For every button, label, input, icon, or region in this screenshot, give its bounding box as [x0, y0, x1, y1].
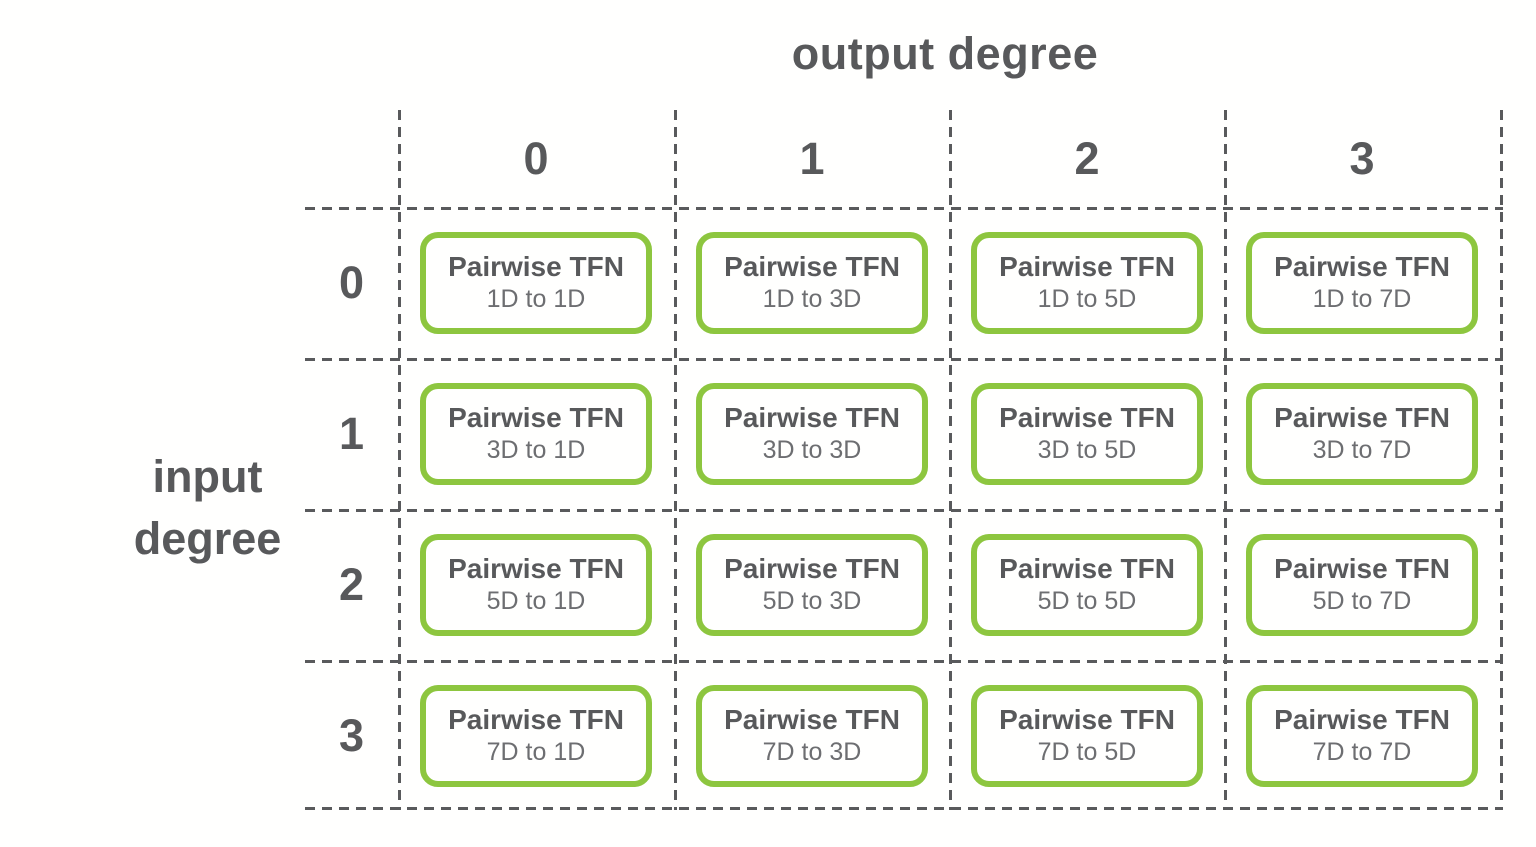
grid-line-horizontal — [305, 807, 1503, 810]
tfn-box-subtitle: 1D to 7D — [1312, 284, 1412, 313]
tfn-box-title: Pairwise TFN — [724, 250, 900, 282]
tfn-box-subtitle: 3D to 3D — [762, 435, 862, 464]
pairwise-tfn-box: Pairwise TFN 1D to 1D — [420, 231, 652, 334]
column-header-3: 3 — [1349, 132, 1375, 184]
tfn-box-subtitle: 5D to 5D — [1037, 586, 1137, 615]
grid-line-vertical — [398, 110, 401, 810]
tfn-box-title: Pairwise TFN — [999, 552, 1175, 584]
row-label-3: 3 — [338, 709, 365, 761]
tfn-box-subtitle: 3D to 1D — [486, 435, 586, 464]
column-header-0: 0 — [523, 132, 549, 184]
pairwise-tfn-box: Pairwise TFN 3D to 5D — [971, 382, 1203, 485]
tfn-box-subtitle: 7D to 1D — [486, 737, 586, 766]
pairwise-tfn-box: Pairwise TFN 1D to 7D — [1246, 231, 1478, 334]
tfn-box-title: Pairwise TFN — [999, 250, 1175, 282]
grid-cell: Pairwise TFN 1D to 1D — [398, 207, 674, 358]
grid-cell: Pairwise TFN 1D to 7D — [1224, 207, 1500, 358]
grid-cell: Pairwise TFN 7D to 3D — [674, 660, 950, 811]
output-degree-axis-label: output degree — [791, 28, 1099, 79]
tfn-box-title: Pairwise TFN — [448, 401, 624, 433]
tfn-box-subtitle: 3D to 5D — [1037, 435, 1137, 464]
tfn-box-title: Pairwise TFN — [448, 703, 624, 735]
tfn-box-subtitle: 7D to 3D — [762, 737, 862, 766]
tfn-box-title: Pairwise TFN — [1274, 250, 1450, 282]
tfn-box-subtitle: 7D to 7D — [1312, 737, 1412, 766]
tfn-box-subtitle: 1D to 5D — [1037, 284, 1137, 313]
pairwise-tfn-box: Pairwise TFN 3D to 1D — [420, 382, 652, 485]
grid-cell: Pairwise TFN 5D to 7D — [1224, 509, 1500, 660]
row-label-2: 2 — [338, 558, 365, 610]
pairwise-tfn-box: Pairwise TFN 7D to 7D — [1246, 684, 1478, 787]
grid-cell: Pairwise TFN 1D to 5D — [949, 207, 1225, 358]
pairwise-tfn-box: Pairwise TFN 7D to 3D — [696, 684, 928, 787]
column-header-2: 2 — [1074, 132, 1100, 184]
grid-cell: Pairwise TFN 5D to 5D — [949, 509, 1225, 660]
tfn-box-title: Pairwise TFN — [448, 552, 624, 584]
grid-line-vertical — [1500, 110, 1503, 810]
tfn-box-subtitle: 1D to 3D — [762, 284, 862, 313]
pairwise-tfn-box: Pairwise TFN 5D to 7D — [1246, 533, 1478, 636]
tfn-box-title: Pairwise TFN — [724, 703, 900, 735]
grid-cell: Pairwise TFN 3D to 3D — [674, 358, 950, 509]
tfn-box-title: Pairwise TFN — [999, 401, 1175, 433]
input-degree-axis-line2: degree — [133, 513, 282, 565]
pairwise-tfn-box: Pairwise TFN 5D to 1D — [420, 533, 652, 636]
pairwise-tfn-box: Pairwise TFN 5D to 3D — [696, 533, 928, 636]
tfn-box-title: Pairwise TFN — [1274, 552, 1450, 584]
pairwise-tfn-box: Pairwise TFN 7D to 1D — [420, 684, 652, 787]
grid-cell: Pairwise TFN 5D to 1D — [398, 509, 674, 660]
input-degree-axis-line1: input — [152, 451, 263, 502]
tfn-box-subtitle: 5D to 3D — [762, 586, 862, 615]
grid-line-vertical — [674, 110, 677, 810]
grid-line-horizontal — [305, 207, 1503, 210]
tfn-box-title: Pairwise TFN — [448, 250, 624, 282]
pairwise-tfn-box: Pairwise TFN 7D to 5D — [971, 684, 1203, 787]
tfn-box-subtitle: 3D to 7D — [1312, 435, 1412, 464]
grid-cell: Pairwise TFN 5D to 3D — [674, 509, 950, 660]
grid-cell: Pairwise TFN 7D to 1D — [398, 660, 674, 811]
tfn-box-subtitle: 1D to 1D — [486, 284, 586, 313]
column-header-1: 1 — [799, 132, 825, 184]
tfn-box-title: Pairwise TFN — [724, 552, 900, 584]
tfn-box-title: Pairwise TFN — [999, 703, 1175, 735]
tfn-box-subtitle: 5D to 7D — [1312, 586, 1412, 615]
grid-cell: Pairwise TFN 7D to 5D — [949, 660, 1225, 811]
grid-line-horizontal — [305, 358, 1503, 361]
tfn-box-title: Pairwise TFN — [1274, 703, 1450, 735]
tfn-box-title: Pairwise TFN — [724, 401, 900, 433]
input-degree-axis-label: input degree — [75, 446, 340, 570]
grid-cell: Pairwise TFN 3D to 7D — [1224, 358, 1500, 509]
grid-cell: Pairwise TFN 3D to 1D — [398, 358, 674, 509]
grid-cell: Pairwise TFN 7D to 7D — [1224, 660, 1500, 811]
grid-line-horizontal — [305, 660, 1503, 663]
pairwise-tfn-box: Pairwise TFN 1D to 5D — [971, 231, 1203, 334]
grid-line-vertical — [949, 110, 952, 810]
tfn-box-subtitle: 7D to 5D — [1037, 737, 1137, 766]
tfn-box-title: Pairwise TFN — [1274, 401, 1450, 433]
pairwise-tfn-box: Pairwise TFN 5D to 5D — [971, 533, 1203, 636]
pairwise-tfn-box: Pairwise TFN 3D to 7D — [1246, 382, 1478, 485]
grid-line-horizontal — [305, 509, 1503, 512]
grid-cell: Pairwise TFN 1D to 3D — [674, 207, 950, 358]
grid-cell: Pairwise TFN 3D to 5D — [949, 358, 1225, 509]
row-label-0: 0 — [338, 256, 365, 308]
tfn-box-subtitle: 5D to 1D — [486, 586, 586, 615]
row-label-1: 1 — [338, 407, 365, 459]
grid-line-vertical — [1224, 110, 1227, 810]
pairwise-tfn-box: Pairwise TFN 3D to 3D — [696, 382, 928, 485]
pairwise-tfn-box: Pairwise TFN 1D to 3D — [696, 231, 928, 334]
